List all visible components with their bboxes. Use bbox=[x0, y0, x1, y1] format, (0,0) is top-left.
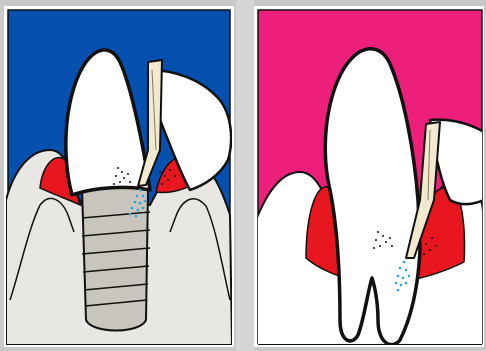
panel-divider bbox=[236, 0, 254, 351]
implant-panel bbox=[4, 6, 234, 347]
natural-tooth-panel bbox=[254, 6, 484, 347]
